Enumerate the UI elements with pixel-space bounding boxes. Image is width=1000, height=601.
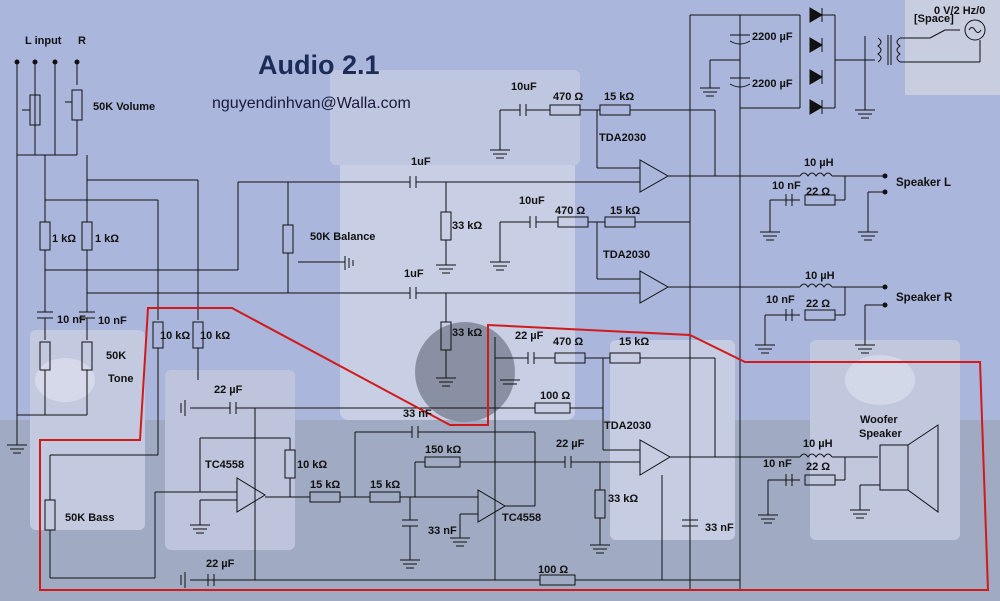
label-r33k-c: 33 kΩ (608, 493, 639, 505)
label-speaker-l: Speaker L (896, 177, 951, 189)
subwoofer-section-outline (39, 307, 990, 591)
label-c2200-b: 2200 µF (752, 78, 793, 90)
label-r15k-c: 15 kΩ (619, 336, 650, 348)
label-tc-a: TC4558 (205, 459, 245, 471)
label-l10u-b: 10 µH (805, 270, 835, 282)
woofer-cone (907, 424, 939, 513)
label-l10u-c: 10 µH (803, 438, 833, 450)
label-r22-c: 22 Ω (806, 461, 831, 473)
label-c10nf-out-a: 10 nF (772, 180, 801, 192)
label-l10u-a: 10 µH (804, 157, 834, 169)
label-r470-b: 470 Ω (555, 205, 586, 217)
label-c22u-c: 22 µF (556, 438, 585, 450)
input-section (7, 59, 410, 455)
label-c33n-a: 33 nF (403, 408, 432, 420)
label-speaker-r: Speaker R (896, 292, 953, 304)
label-r33k-b: 33 kΩ (452, 327, 483, 339)
label-c33n-b: 33 nF (428, 525, 457, 537)
label-r15k-b: 15 kΩ (610, 205, 641, 217)
label-c10u-b: 10uF (519, 195, 545, 207)
label-l-input: L input (25, 35, 62, 47)
label-c10nf-out-b: 10 nF (766, 294, 795, 306)
page-title: Audio 2.1 (258, 50, 380, 80)
label-source: 0 V/2 Hz/0 (934, 5, 986, 17)
label-c10n-a: 10 nF (57, 314, 86, 326)
label-c22u-d: 22 µF (206, 558, 235, 570)
bass-section (44, 337, 939, 588)
label-r10k-b: 10 kΩ (200, 330, 231, 342)
label-r100-a: 100 Ω (540, 390, 571, 402)
label-r22-b: 22 Ω (806, 298, 831, 310)
power-supply (689, 7, 986, 590)
author-email: nguyendinhvan@Walla.com (212, 95, 411, 112)
label-woofer-sub: Speaker (859, 428, 902, 440)
label-tda-b: TDA2030 (603, 249, 651, 261)
volume-pot-right (71, 89, 83, 121)
label-tone: 50K (106, 350, 127, 362)
label-tda-c: TDA2030 (604, 420, 652, 432)
woofer-magnet (879, 444, 909, 491)
label-r15k-e: 15 kΩ (370, 479, 401, 491)
label-r10k-c: 10 kΩ (297, 459, 328, 471)
label-r100-b: 100 Ω (538, 564, 569, 576)
label-c10nf-out-c: 10 nF (763, 458, 792, 470)
label-r15k-d: 15 kΩ (310, 479, 341, 491)
tda-right-channel (490, 216, 888, 354)
label-r1k-b: 1 kΩ (95, 233, 120, 245)
label-c10u-a: 10uF (511, 81, 537, 93)
label-c1u-a: 1uF (411, 156, 431, 168)
label-c33n-c: 33 nF (705, 522, 734, 534)
label-r150k: 150 kΩ (425, 444, 462, 456)
label-r470-a: 470 Ω (553, 91, 584, 103)
label-space: [Space] (914, 13, 954, 25)
label-tda-a: TDA2030 (599, 132, 647, 144)
balance-section (237, 176, 640, 387)
label-r33k-a: 33 kΩ (452, 220, 483, 232)
label-bass: 50K Bass (65, 512, 115, 524)
label-tc-b: TC4558 (502, 512, 542, 524)
label-r-input: R (78, 35, 86, 47)
label-r15k-a: 15 kΩ (604, 91, 635, 103)
label-woofer: Woofer (860, 414, 898, 426)
label-r470-c: 470 Ω (553, 336, 584, 348)
label-volume: 50K Volume (93, 101, 156, 113)
label-balance: 50K Balance (310, 231, 376, 243)
label-tone-sub: Tone (108, 373, 134, 385)
label-c10n-b: 10 nF (98, 315, 127, 327)
label-r10k-a: 10 kΩ (160, 330, 191, 342)
label-r1k-a: 1 kΩ (52, 233, 77, 245)
label-c2200-a: 2200 µF (752, 31, 793, 43)
label-c1u-b: 1uF (404, 268, 424, 280)
label-c22u-b: 22 µF (214, 384, 243, 396)
label-r22-a: 22 Ω (806, 186, 831, 198)
tda-left-channel (490, 104, 888, 241)
label-c22u-a: 22 µF (515, 330, 544, 342)
